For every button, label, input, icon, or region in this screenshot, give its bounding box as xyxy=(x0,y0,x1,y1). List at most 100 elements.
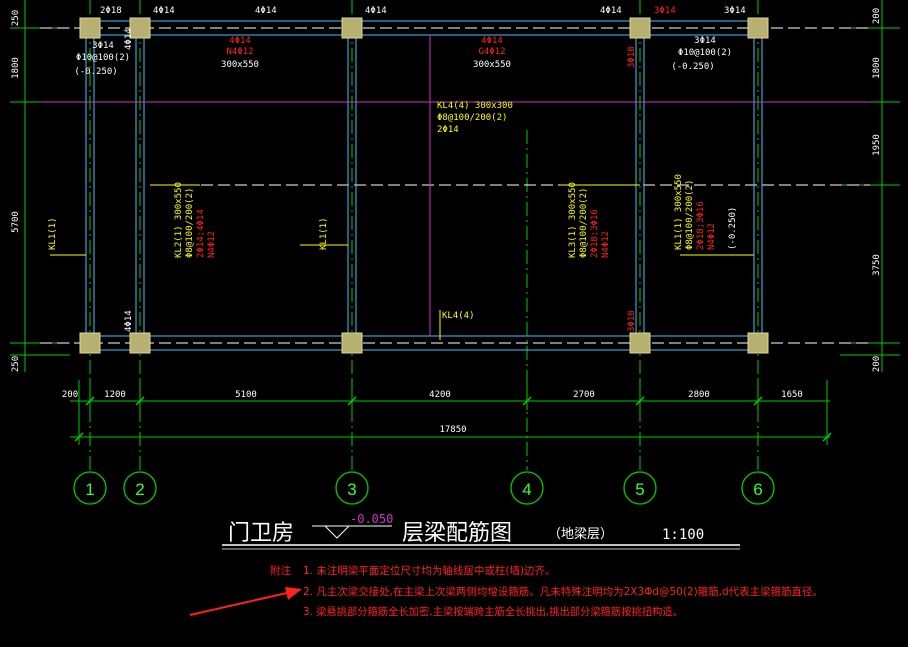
kl2-label-2: Φ8@100/200(2) xyxy=(185,188,195,258)
beam-a-size: 300x550 xyxy=(221,60,259,70)
column-6a xyxy=(747,17,769,39)
title-suffix: 层梁配筋图 xyxy=(402,521,512,546)
kl4-label-1: KL4(4) 300x300 xyxy=(437,101,513,111)
title-layer: （地梁层） xyxy=(548,527,613,542)
kl3-label-2: Φ8@100/200(2) xyxy=(579,188,589,258)
beam-c-2: Φ10@100(2) xyxy=(76,53,130,63)
bottom-dim-5: 2700 xyxy=(573,390,595,400)
right-dim-2: 1800 xyxy=(872,57,882,79)
kl4-label-2: Φ8@100/200(2) xyxy=(437,113,507,123)
note-2: 2. 凡主次梁交接处,在主梁上次梁两侧均增设箍筋。凡未特殊注明均为2X3Φd@5… xyxy=(303,585,823,598)
title-elevation: -0.050 xyxy=(350,512,393,526)
title-block-lines xyxy=(222,525,740,550)
column-3b xyxy=(341,332,363,354)
top-label-7: 3Φ14 xyxy=(724,6,746,16)
axis-label-4: 4 xyxy=(522,480,531,499)
top-label-5: 4Φ14 xyxy=(600,6,622,16)
dimension-lines xyxy=(10,0,900,445)
beam-c-1: 3Φ14 xyxy=(92,41,114,51)
notes-label: 附注 xyxy=(270,564,291,577)
axis-bubble-5 xyxy=(623,471,657,505)
top-label-2: 4Φ14 xyxy=(153,6,175,16)
column-1b xyxy=(79,332,101,354)
notes: 附注 1. 未注明梁平面定位尺寸均为轴线居中或柱(墙)边齐。 2. 凡主次梁交接… xyxy=(270,564,823,618)
column-2a xyxy=(129,17,151,39)
beam-d-2: Φ10@100(2) xyxy=(678,48,732,58)
axis-label-6: 6 xyxy=(753,480,762,499)
column-3a xyxy=(341,17,363,39)
top-label-4: 4Φ14 xyxy=(365,6,387,16)
red-arrow xyxy=(189,587,302,616)
kl3-label-4: N4Φ12 xyxy=(601,231,611,258)
title-name: 门卫房 xyxy=(228,521,294,546)
top-label-3: 4Φ14 xyxy=(255,6,277,16)
beam-b-size: 300x550 xyxy=(473,60,511,70)
axis-label-1: 1 xyxy=(85,480,94,499)
bottom-dim-1: 200 xyxy=(62,390,78,400)
note-1: 1. 未注明梁平面定位尺寸均为轴线居中或柱(墙)边齐。 xyxy=(303,564,556,577)
beam-d-3: (-0.250) xyxy=(671,62,714,72)
right-dim-5: 200 xyxy=(872,356,882,372)
rebar-3phi18-top: 3Φ18 xyxy=(627,46,637,68)
drawing-title: 门卫房 -0.050 层梁配筋图 （地梁层） 1:100 xyxy=(228,512,704,546)
kl2-label-4: N4Φ12 xyxy=(207,231,217,258)
kl1r-label-3: 2Φ18;3Φ16 xyxy=(696,201,706,250)
bottom-dim-3: 5100 xyxy=(235,390,257,400)
axis-bubbles xyxy=(73,471,775,505)
column-5a xyxy=(629,17,651,39)
beam-d-1: 3Φ14 xyxy=(694,36,716,46)
note-3: 3. 梁悬挑部分箍筋全长加密,主梁按端跨主筋全长挑出,挑出部分梁箍筋按挑扭构造。 xyxy=(303,605,683,618)
kl4-label-3: 2Φ14 xyxy=(437,125,459,135)
kl1-mid-label: KL1(1) xyxy=(319,217,329,250)
kl4-bottom-label: KL4(4) xyxy=(442,311,475,321)
title-scale: 1:100 xyxy=(662,527,704,543)
beam-a-top: 4Φ14 xyxy=(229,36,251,46)
top-label-6: 3Φ14 xyxy=(654,6,676,16)
column-1a xyxy=(79,17,101,39)
leader-lines xyxy=(50,184,754,340)
right-dim-4: 3750 xyxy=(872,254,882,276)
column-6b xyxy=(747,332,769,354)
beam-b-mid: G4Φ12 xyxy=(478,47,505,57)
kl2-label-1: KL2(1) 300x550 xyxy=(174,182,184,258)
right-dim-1: 200 xyxy=(872,8,882,24)
column-2b xyxy=(129,332,151,354)
left-dim-2: 1800 xyxy=(11,57,21,79)
axis-bubble-1 xyxy=(73,471,107,505)
kl1r-label-5: (-0.250) xyxy=(728,207,738,250)
left-vertical-rebar-bottom: 4Φ14 xyxy=(124,310,134,332)
columns xyxy=(79,17,769,354)
left-dim-4: 250 xyxy=(11,356,21,372)
bottom-dim-7: 1650 xyxy=(781,390,803,400)
axis-label-5: 5 xyxy=(635,480,644,499)
kl3-label-1: KL3(1) 300x550 xyxy=(568,182,578,258)
top-label-1: 2Φ18 xyxy=(100,6,122,16)
axis-label-3: 3 xyxy=(347,480,356,499)
right-dim-3: 1950 xyxy=(872,134,882,156)
bottom-dim-4: 4200 xyxy=(429,390,451,400)
axis-bubble-3 xyxy=(335,471,369,505)
rebar-3phi18-bottom: 3Φ18 xyxy=(627,310,637,332)
kl1r-label-4: N4Φ12 xyxy=(707,223,717,250)
kl1r-label-2: Φ8@100/200(2) xyxy=(685,180,695,250)
column-5b xyxy=(629,332,651,354)
bottom-dim-6: 2800 xyxy=(688,390,710,400)
kl2-label-3: 2Φ14;4Φ14 xyxy=(196,209,206,258)
beam-c-3: (-0.250) xyxy=(74,67,117,77)
left-dim-3: 5700 xyxy=(11,211,21,233)
bottom-dim-2: 1200 xyxy=(104,390,126,400)
axis-lines xyxy=(89,0,759,470)
kl3-label-3: 2Φ18;3Φ16 xyxy=(590,209,600,258)
axis-bubble-4 xyxy=(510,471,544,505)
beam-a-mid: N4Φ12 xyxy=(226,47,253,57)
axis-bubble-2 xyxy=(123,471,157,505)
left-dim-1: 250 xyxy=(11,10,21,26)
total-dim: 17850 xyxy=(439,425,466,435)
beam-outlines xyxy=(81,20,769,351)
left-vertical-rebar-top: 4Φ14 xyxy=(124,28,134,50)
horizontal-centerlines xyxy=(40,27,870,344)
axis-bubble-6 xyxy=(741,471,775,505)
beam-b-top: 4Φ14 xyxy=(481,36,503,46)
kl1r-label-1: KL1(1) 300x550 xyxy=(674,174,684,250)
